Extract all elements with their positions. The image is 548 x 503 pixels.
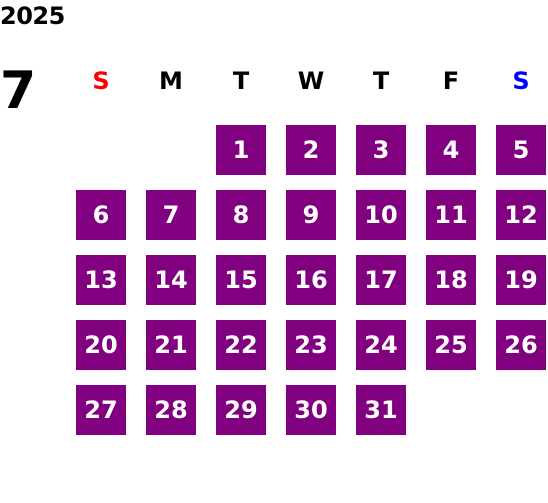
day-cell-2[interactable]: 2 <box>286 125 336 175</box>
day-cell-1[interactable]: 1 <box>216 125 266 175</box>
day-cell-7[interactable]: 7 <box>146 190 196 240</box>
day-cell-11[interactable]: 11 <box>426 190 476 240</box>
weekday-fri: F <box>442 67 460 95</box>
day-cell-31[interactable]: 31 <box>356 385 406 435</box>
day-cell-12[interactable]: 12 <box>496 190 546 240</box>
year-label: 2025 <box>0 2 65 30</box>
weekday-thu: T <box>372 67 390 95</box>
day-cell-26[interactable]: 26 <box>496 320 546 370</box>
month-label: 7 <box>0 61 37 121</box>
day-cell-6[interactable]: 6 <box>76 190 126 240</box>
day-cell-27[interactable]: 27 <box>76 385 126 435</box>
weekday-sat: S <box>512 67 530 95</box>
day-cell-16[interactable]: 16 <box>286 255 336 305</box>
day-cell-30[interactable]: 30 <box>286 385 336 435</box>
day-cell-15[interactable]: 15 <box>216 255 266 305</box>
day-cell-23[interactable]: 23 <box>286 320 336 370</box>
weekday-mon: M <box>159 67 183 95</box>
weekday-tue: T <box>232 67 250 95</box>
day-cell-3[interactable]: 3 <box>356 125 406 175</box>
day-cell-4[interactable]: 4 <box>426 125 476 175</box>
weekday-sun: S <box>92 67 110 95</box>
day-cell-10[interactable]: 10 <box>356 190 406 240</box>
day-cell-21[interactable]: 21 <box>146 320 196 370</box>
day-cell-28[interactable]: 28 <box>146 385 196 435</box>
day-cell-25[interactable]: 25 <box>426 320 476 370</box>
day-cell-5[interactable]: 5 <box>496 125 546 175</box>
day-cell-17[interactable]: 17 <box>356 255 406 305</box>
day-cell-9[interactable]: 9 <box>286 190 336 240</box>
day-cell-18[interactable]: 18 <box>426 255 476 305</box>
day-cell-24[interactable]: 24 <box>356 320 406 370</box>
day-cell-14[interactable]: 14 <box>146 255 196 305</box>
day-cell-29[interactable]: 29 <box>216 385 266 435</box>
day-cell-22[interactable]: 22 <box>216 320 266 370</box>
weekday-wed: W <box>297 67 325 95</box>
day-cell-19[interactable]: 19 <box>496 255 546 305</box>
day-cell-20[interactable]: 20 <box>76 320 126 370</box>
day-cell-13[interactable]: 13 <box>76 255 126 305</box>
day-cell-8[interactable]: 8 <box>216 190 266 240</box>
